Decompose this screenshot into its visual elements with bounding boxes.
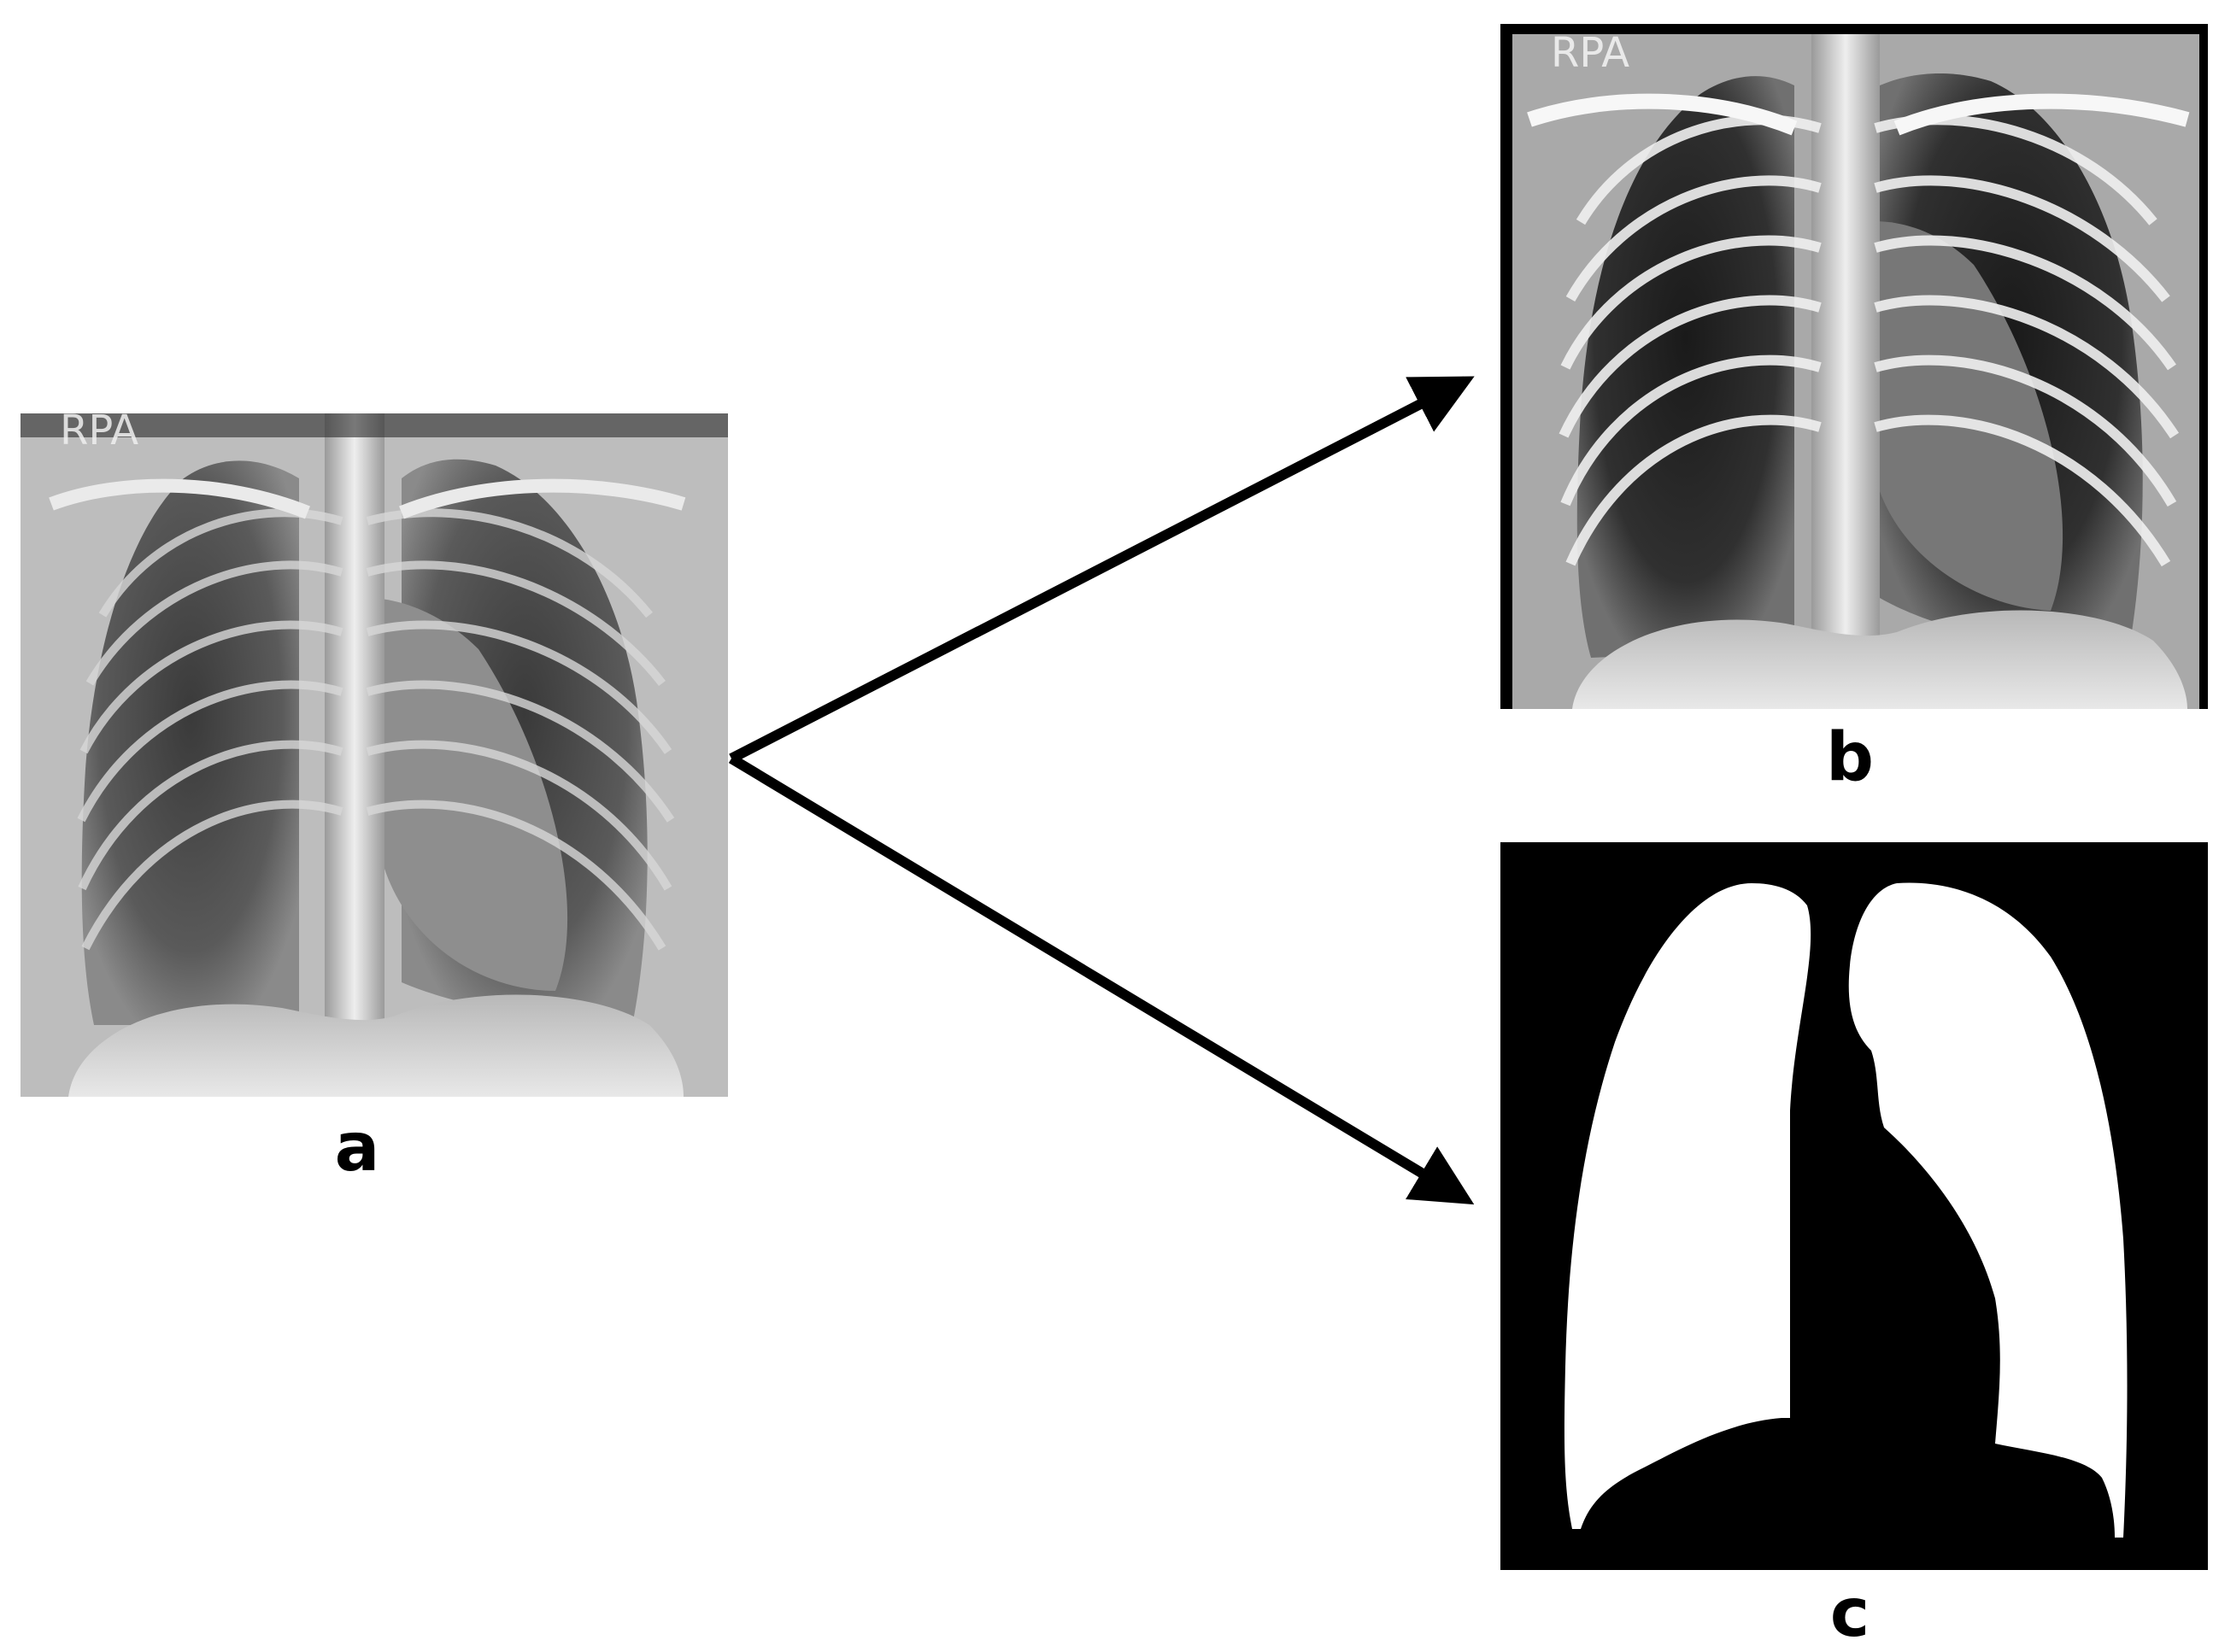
xray-original-image: RPA: [21, 407, 728, 1097]
arrow-to-enhanced: [729, 376, 1475, 764]
mask-right-lung: [1848, 882, 2128, 1538]
panel-label-c: c: [1829, 1575, 1870, 1652]
xray-marker-b: RPA: [1551, 29, 1629, 77]
panel-label-b: b: [1826, 719, 1874, 796]
arrow-to-mask: [728, 753, 1475, 1205]
lung-mask-image: [1500, 842, 2208, 1570]
mask-left-lung: [1564, 883, 1811, 1529]
panel-label-a: a: [334, 1110, 380, 1186]
xray-marker-a: RPA: [60, 407, 138, 454]
xray-enhanced-image: RPA: [1500, 24, 2208, 709]
